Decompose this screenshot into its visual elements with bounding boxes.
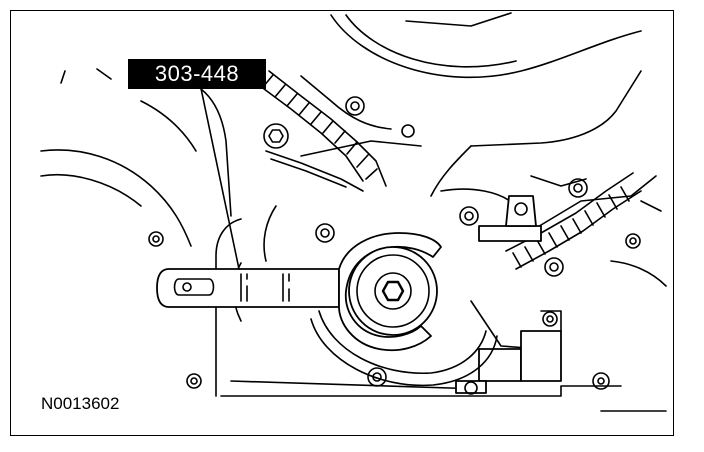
callout-leader-line xyxy=(198,78,240,270)
washer-icon xyxy=(186,373,202,389)
washer-icon xyxy=(459,206,479,226)
left-chain-guide xyxy=(265,150,364,192)
washer-icon xyxy=(592,372,610,390)
lower-bracket xyxy=(455,310,562,394)
washer-icon xyxy=(542,311,558,327)
washer-icon xyxy=(315,223,335,243)
hex-nut-icon xyxy=(381,280,405,302)
mounting-bolts xyxy=(148,96,641,395)
bolt-icon xyxy=(263,123,289,149)
washer-icon xyxy=(625,233,641,249)
illustration-frame: 303-448 N0013602 xyxy=(10,10,674,436)
washer-icon xyxy=(345,96,365,116)
washer-icon xyxy=(568,178,588,198)
washer-icon xyxy=(401,124,415,138)
washer-icon xyxy=(148,231,164,247)
engine-front-line-drawing xyxy=(40,12,667,412)
chain-tensioner xyxy=(478,195,542,242)
washer-icon xyxy=(464,381,478,395)
right-timing-chain xyxy=(505,172,642,270)
washer-icon xyxy=(544,257,564,277)
washer-icon xyxy=(367,367,387,387)
figure-id-text: N0013602 xyxy=(41,394,120,413)
tool-number-label: 303-448 xyxy=(128,59,266,89)
crankshaft-holding-tool xyxy=(156,232,442,352)
left-timing-chain xyxy=(255,70,387,187)
